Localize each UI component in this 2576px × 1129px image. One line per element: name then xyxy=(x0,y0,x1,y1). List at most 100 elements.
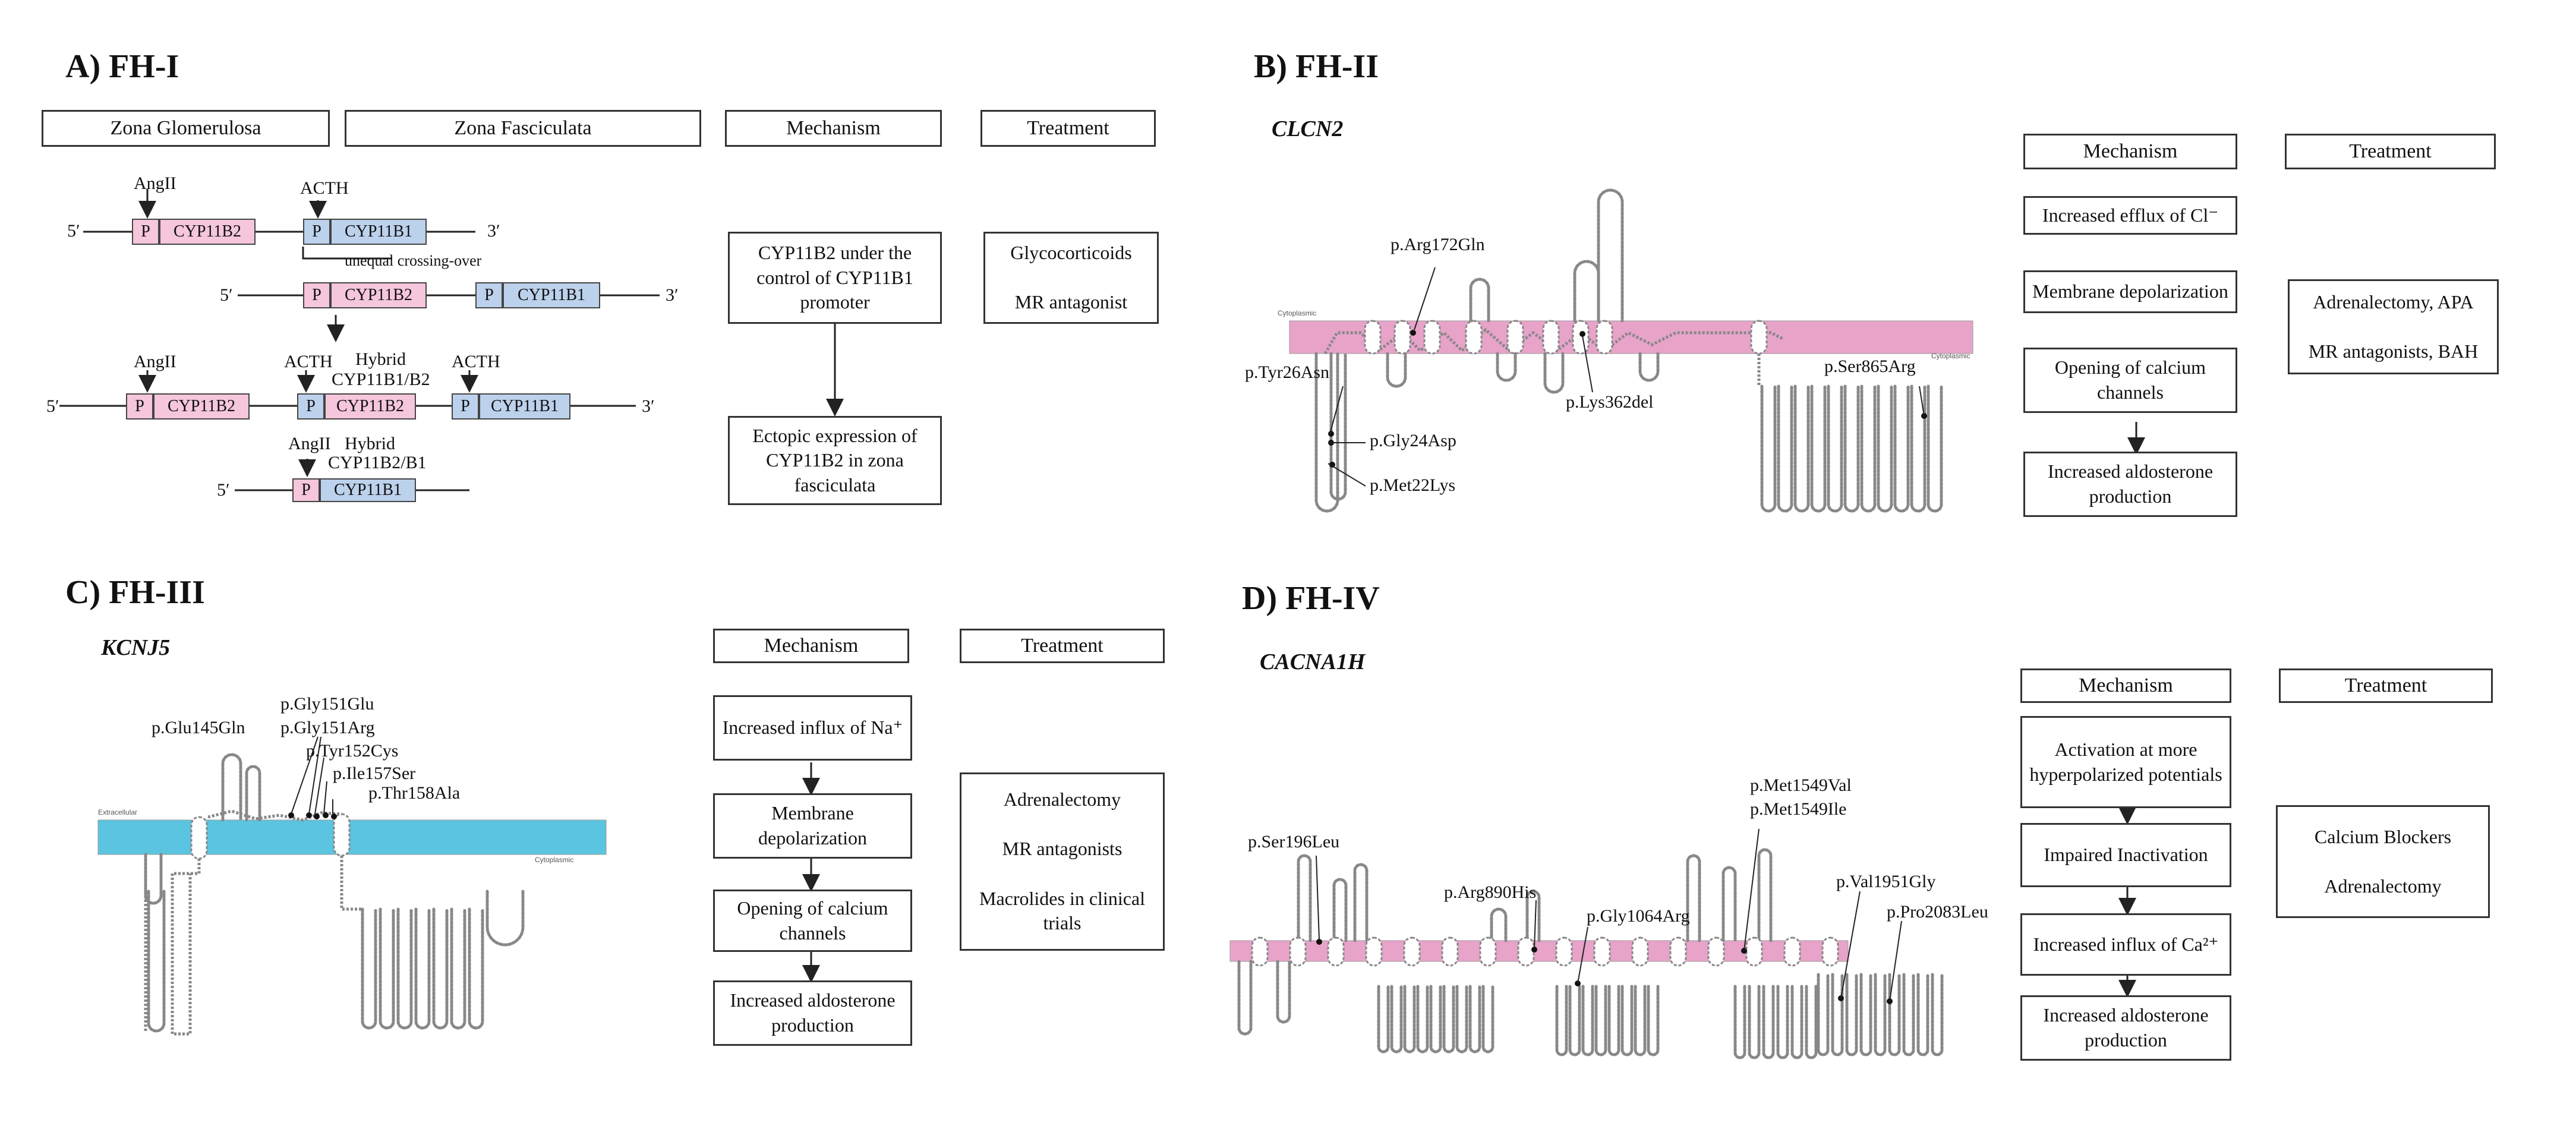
five-prime-label: 5′ xyxy=(46,396,59,416)
header-treatment: Treatment xyxy=(980,110,1156,147)
header-zona-fasciculata: Zona Fasciculata xyxy=(345,110,701,147)
three-prime-label: 3′ xyxy=(487,221,500,241)
transmembrane-helix xyxy=(190,816,208,860)
protein-loop xyxy=(1733,985,1746,1059)
protein-chain xyxy=(340,856,362,911)
mutation-label: p.Met22Lys xyxy=(1370,475,1456,495)
transmembrane-helix xyxy=(1821,936,1839,967)
protein-loop xyxy=(1329,352,1347,501)
transmembrane-helix xyxy=(1596,320,1613,355)
protein-loop xyxy=(1568,985,1581,1057)
protein-chain xyxy=(171,859,201,1036)
mutation-label: p.Ser196Leu xyxy=(1248,832,1340,852)
mutation-label: p.Arg172Gln xyxy=(1391,235,1485,254)
membrane-band xyxy=(1289,320,1973,354)
hybrid-gene-label: CYP11B1/B2 xyxy=(332,370,430,389)
transmembrane-helix xyxy=(1669,936,1687,967)
mechanism-step: Increased influx of Ca²⁺ xyxy=(2020,913,2231,976)
header-zona-glomerulosa: Zona Glomerulosa xyxy=(42,110,330,147)
header-treatment: Treatment xyxy=(2279,668,2493,703)
protein-loop xyxy=(1860,384,1877,513)
protein-loop xyxy=(1647,985,1660,1057)
gene-name: CLCN2 xyxy=(1272,116,1344,141)
mechanism-box: CYP11B2 under the control of CYP11B1 pro… xyxy=(728,232,942,324)
protein-loop xyxy=(1581,985,1594,1057)
three-prime-label: 3′ xyxy=(642,396,655,416)
header-mechanism: Mechanism xyxy=(2023,134,2237,169)
panel-b-title: B) FH-II xyxy=(1254,48,1379,85)
protein-loop xyxy=(1793,384,1810,513)
mechanism-step: Increased aldosterone production xyxy=(2023,452,2237,517)
promoter-box: P xyxy=(297,393,324,420)
protein-loop xyxy=(1902,973,1915,1057)
mutation-label: p.Arg890His xyxy=(1444,882,1537,902)
mechanism-box: Ectopic expression of CYP11B2 in zona fa… xyxy=(728,416,942,505)
protein-loop xyxy=(1607,985,1620,1057)
membrane-side-label: Extracellular xyxy=(98,808,138,816)
promoter-box: P xyxy=(132,219,159,245)
mutation-label: p.Glu145Gln xyxy=(152,718,245,737)
transmembrane-helix xyxy=(1251,936,1269,967)
protein-loop xyxy=(450,907,466,1030)
transmembrane-helix xyxy=(1593,936,1611,967)
protein-loop xyxy=(1276,960,1291,1024)
mutation-site-dot xyxy=(1329,462,1335,468)
mutation-label: p.Ile157Ser xyxy=(333,764,416,783)
mutation-label: p.Lys362del xyxy=(1566,392,1654,412)
protein-loop xyxy=(1721,866,1737,942)
protein-loop xyxy=(1597,188,1624,323)
cyp11b2-gene: CYP11B2 xyxy=(153,393,250,420)
panel-d-title: D) FH-IV xyxy=(1242,580,1380,617)
header-mechanism: Mechanism xyxy=(725,110,942,147)
transmembrane-helix xyxy=(1403,936,1421,967)
transmembrane-helix xyxy=(1393,320,1411,355)
mutation-label: p.Met1549Ile xyxy=(1750,799,1847,819)
transmembrane-helix xyxy=(1555,936,1573,967)
panel-c-title: C) FH-III xyxy=(65,574,205,611)
protein-loop xyxy=(1490,907,1508,942)
transmembrane-helix xyxy=(1364,320,1382,355)
transmembrane-helix xyxy=(333,813,351,857)
panel-a-title: A) FH-I xyxy=(65,48,179,85)
mechanism-step: Increased aldosterone production xyxy=(2020,995,2231,1061)
mutation-label: p.Gly151Glu xyxy=(280,694,374,714)
transmembrane-helix xyxy=(1707,936,1725,967)
protein-loop xyxy=(1777,384,1793,513)
mechanism-step: Membrane depolarization xyxy=(713,793,912,859)
protein-loop xyxy=(1817,973,1830,1057)
protein-loop xyxy=(1634,985,1647,1057)
protein-loop xyxy=(1927,384,1943,513)
protein-loop xyxy=(1469,277,1490,323)
cyp11b1-gene: CYP11B1 xyxy=(320,478,416,502)
header-treatment: Treatment xyxy=(2285,134,2496,169)
promoter-box: P xyxy=(292,478,320,502)
protein-loop xyxy=(1525,890,1541,942)
transmembrane-helix xyxy=(1365,936,1383,967)
mechanism-step: Activation at more hyperpolarized potent… xyxy=(2020,716,2231,808)
mechanism-step: Impaired Inactivation xyxy=(2020,823,2231,887)
mutation-label: p.Val1951Gly xyxy=(1836,872,1936,891)
protein-loop xyxy=(1573,260,1600,323)
gene-name: KCNJ5 xyxy=(101,635,171,660)
transmembrane-helix xyxy=(1289,936,1307,967)
protein-loop xyxy=(1353,863,1369,942)
mutation-site-dot xyxy=(1316,939,1322,945)
protein-loop xyxy=(1748,985,1761,1059)
cyp11b1-gene: CYP11B1 xyxy=(330,219,427,245)
protein-loop xyxy=(1845,973,1858,1057)
transmembrane-helix xyxy=(1423,320,1441,355)
header-treatment: Treatment xyxy=(960,629,1165,663)
gene-name: CACNA1H xyxy=(1260,649,1366,674)
protein-loop xyxy=(1916,973,1929,1057)
cyp11b2-gene: CYP11B2 xyxy=(330,282,427,308)
protein-loop xyxy=(1377,985,1390,1054)
protein-loop xyxy=(1827,384,1843,513)
protein-loop xyxy=(1638,352,1660,382)
five-prime-label: 5′ xyxy=(67,221,80,241)
protein-loop xyxy=(147,890,166,1033)
protein-loop xyxy=(221,753,242,822)
mutation-label: p.Gly151Arg xyxy=(280,718,375,737)
hybrid-label: Hybrid xyxy=(345,434,395,453)
angii-label: AngII xyxy=(134,174,176,193)
mutation-label: p.Gly1064Arg xyxy=(1587,906,1690,926)
